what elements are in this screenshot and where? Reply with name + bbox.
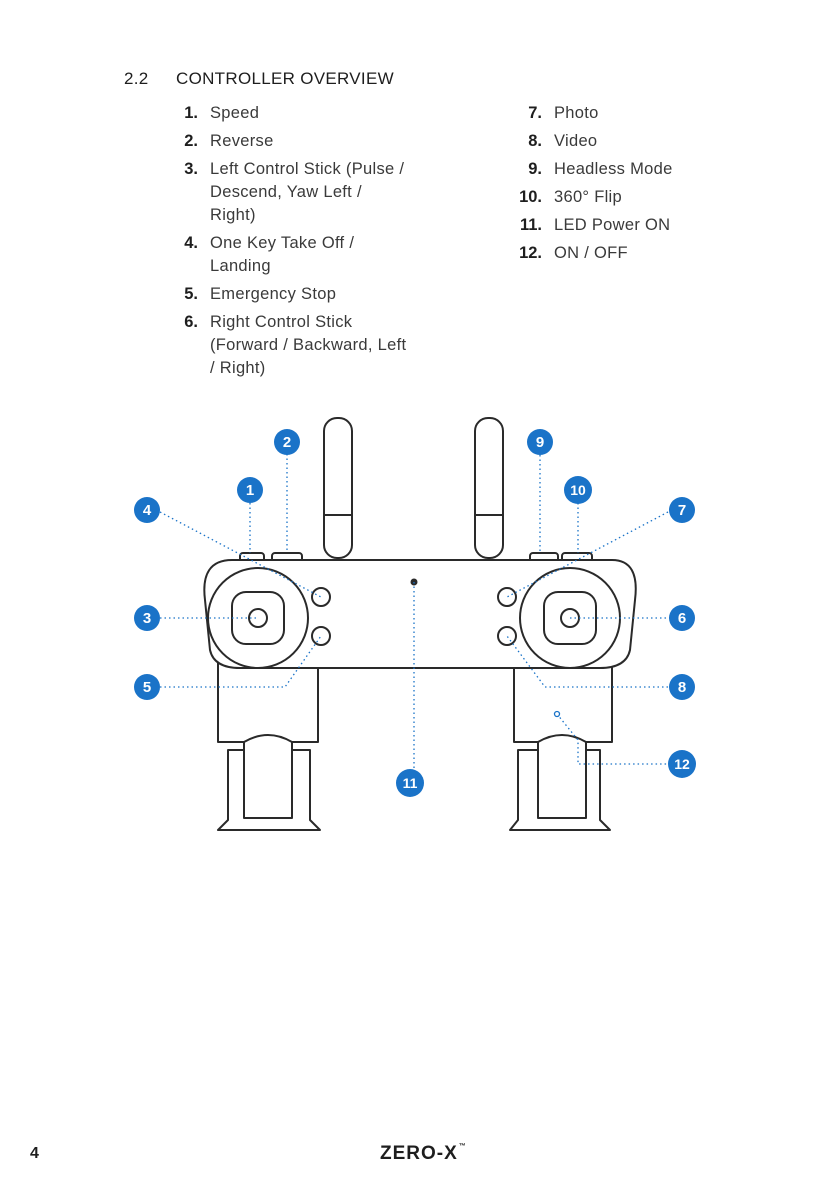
component-list-left: 1. Speed 2. Reverse 3. Left Control Stick (… [164, 102, 424, 385]
item-number: 11. [519, 216, 542, 234]
callout-2: 2 [274, 429, 300, 455]
controller-diagram: 1 2 3 4 5 6 7 8 9 10 11 12 [134, 417, 696, 831]
page-number: 4 [30, 1145, 39, 1162]
callout-11: 11 [396, 769, 424, 797]
section-heading: 2.2 CONTROLLER OVERVIEW [124, 69, 394, 89]
item-label: Video [554, 132, 598, 150]
list-item: 9. Headless Mode [508, 158, 768, 181]
item-label: Headless Mode [554, 160, 673, 178]
leader-line-8 [506, 635, 668, 688]
emergency-stop-button [311, 626, 331, 646]
item-number: 10. [519, 188, 542, 206]
callout-2-label: 2 [283, 434, 291, 451]
callout-5-label: 5 [143, 679, 151, 696]
callout-11-label: 11 [403, 775, 418, 791]
item-label: Speed [210, 104, 260, 122]
callout-8: 8 [669, 674, 695, 700]
section-number: 2.2 [124, 69, 149, 88]
item-number: 1. [184, 104, 198, 122]
list-item: 4. One Key Take Off / Landing [164, 232, 424, 278]
list-item: 11. LED Power ON [508, 214, 768, 237]
callout-3: 3 [134, 605, 160, 631]
callout-1-label: 1 [246, 482, 254, 499]
photo-button [497, 587, 517, 607]
item-number: 7. [528, 104, 542, 122]
item-number: 9. [528, 160, 542, 178]
item-number: 12. [519, 244, 542, 262]
left-stick-cap [248, 608, 268, 628]
callout-9-label: 9 [536, 434, 544, 451]
power-switch-marker [553, 710, 561, 718]
item-number: 3. [184, 160, 198, 178]
right-grip-slot [537, 734, 587, 819]
item-label: Emergency Stop [210, 285, 337, 303]
item-label: LED Power ON [554, 216, 671, 234]
callout-12-label: 12 [674, 756, 690, 772]
item-number: 8. [528, 132, 542, 150]
leader-line-12 [556, 713, 668, 765]
logo-trademark: ™ [458, 1143, 467, 1150]
list-item: 1. Speed [164, 102, 424, 125]
callout-8-label: 8 [678, 679, 686, 696]
list-item: 7. Photo [508, 102, 768, 125]
item-label: Left Control Stick (Pulse / Descend, Yaw… [210, 160, 405, 224]
callout-9: 9 [527, 429, 553, 455]
brand-logo: ZERO-X™ [380, 1143, 467, 1165]
item-number: 6. [184, 313, 198, 331]
component-list-right: 7. Photo 8. Video 9. Headless Mode 10. 360° … [508, 102, 768, 270]
callout-7-label: 7 [678, 502, 686, 519]
callout-12: 12 [668, 750, 696, 778]
leader-line-7 [506, 511, 669, 598]
callout-7: 7 [669, 497, 695, 523]
item-label: Photo [554, 104, 599, 122]
callout-4-label: 4 [143, 502, 152, 519]
callout-3-label: 3 [143, 610, 151, 627]
item-label: 360° Flip [554, 188, 622, 206]
logo-text: ZERO-X [380, 1143, 458, 1164]
callout-6: 6 [669, 605, 695, 631]
callout-6-label: 6 [678, 610, 686, 627]
list-item: 12. ON / OFF [508, 242, 768, 265]
callout-1: 1 [237, 477, 263, 503]
takeoff-button [311, 587, 331, 607]
video-button [497, 626, 517, 646]
leader-line-4 [159, 511, 322, 598]
controller-illustration [203, 417, 637, 831]
section-title: CONTROLLER OVERVIEW [176, 69, 394, 88]
callout-badges: 1 2 3 4 5 6 7 8 9 10 11 12 [134, 429, 696, 797]
right-antenna [474, 417, 504, 559]
item-label: Right Control Stick (Forward / Backward,… [210, 313, 407, 377]
callout-10-label: 10 [570, 482, 586, 498]
list-item: 6. Right Control Stick (Forward / Backwar… [164, 311, 424, 380]
item-label: ON / OFF [554, 244, 628, 262]
item-number: 2. [184, 132, 198, 150]
list-item: 2. Reverse [164, 130, 424, 153]
item-label: Reverse [210, 132, 274, 150]
callout-5: 5 [134, 674, 160, 700]
item-number: 4. [184, 234, 198, 252]
callout-10: 10 [564, 476, 592, 504]
leader-line-5 [160, 635, 322, 688]
callout-4: 4 [134, 497, 160, 523]
list-item: 3. Left Control Stick (Pulse / Descend, Y… [164, 158, 424, 227]
item-number: 5. [184, 285, 198, 303]
left-antenna [323, 417, 353, 559]
list-item: 5. Emergency Stop [164, 283, 424, 306]
item-label: One Key Take Off / Landing [210, 234, 355, 275]
list-item: 10. 360° Flip [508, 186, 768, 209]
left-grip-slot [243, 734, 293, 819]
leader-lines [159, 454, 670, 770]
list-item: 8. Video [508, 130, 768, 153]
